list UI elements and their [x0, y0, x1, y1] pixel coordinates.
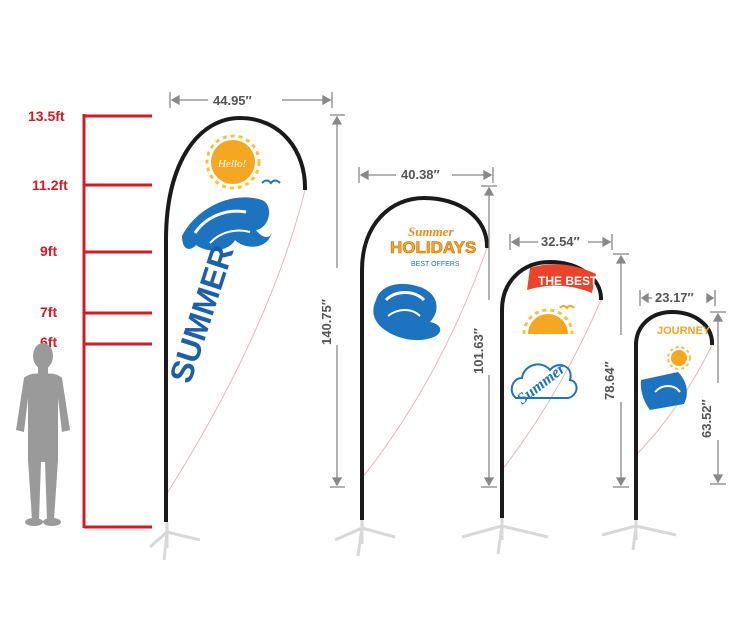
height-dimension: [613, 253, 629, 488]
flag-title: HOLIDAYS: [390, 238, 476, 257]
cross-base: [149, 522, 201, 561]
sun-icon: [667, 346, 691, 370]
width-label: 32.54″: [541, 234, 580, 249]
flag-2: Summer HOLIDAYS BEST OFFERS 40.38″ 101.6…: [334, 167, 497, 557]
flag-4: JOURNEY 23.17″ 63.52″: [601, 290, 726, 551]
bird-icon: [559, 305, 575, 310]
flag-pole: [634, 309, 715, 520]
width-label: 44.95″: [213, 93, 252, 108]
scale-tick-13-5ft: 13.5ft: [28, 108, 65, 124]
height-label: 63.52″: [699, 399, 714, 438]
scale-tick-7ft: 7ft: [40, 304, 57, 320]
height-label: 78.64″: [602, 361, 617, 400]
ribbon-banner: THE BEST: [527, 264, 598, 293]
height-scale: 13.5ft 11.2ft 9ft 7ft 6ft: [28, 108, 152, 529]
cross-base: [461, 515, 549, 555]
cross-base: [334, 518, 396, 557]
cloud-icon: [510, 363, 578, 399]
flag-subtitle: BEST OFFERS: [411, 261, 460, 268]
width-dimension: [358, 167, 494, 183]
flag-title-script: Summer: [408, 224, 454, 239]
sun-icon: [522, 308, 574, 335]
wave-icon: [640, 372, 687, 410]
width-dimension: [169, 92, 333, 108]
wave-icon: [182, 197, 272, 251]
person-silhouette: [16, 343, 70, 526]
flag-3: THE BEST Summer 32.54″ 78.64″: [461, 234, 629, 555]
width-label: 23.17″: [655, 290, 694, 305]
height-dimension: [481, 185, 497, 488]
flag-1: Hello! SUMMER 44.95″ 140.75″: [149, 92, 345, 561]
bird-icon: [261, 179, 281, 185]
cross-base: [601, 517, 677, 551]
banner-text: THE BEST: [538, 274, 598, 288]
width-label: 40.38″: [401, 167, 440, 182]
height-label: 101.63″: [471, 328, 486, 374]
sun-icon: Hello!: [205, 134, 261, 190]
scale-tick-9ft: 9ft: [40, 243, 57, 259]
flag-title: JOURNEY: [657, 325, 711, 337]
height-dimension: [330, 114, 345, 488]
height-dimension: [710, 311, 726, 485]
flag-pole: [360, 195, 490, 520]
width-dimension: [639, 290, 716, 306]
flag-pole: [164, 115, 308, 522]
height-label: 140.75″: [319, 299, 334, 345]
sun-text: Hello!: [217, 158, 246, 170]
scale-tick-11-2ft: 11.2ft: [32, 177, 68, 193]
wave-icon: [373, 283, 441, 341]
width-dimension: [509, 234, 613, 250]
